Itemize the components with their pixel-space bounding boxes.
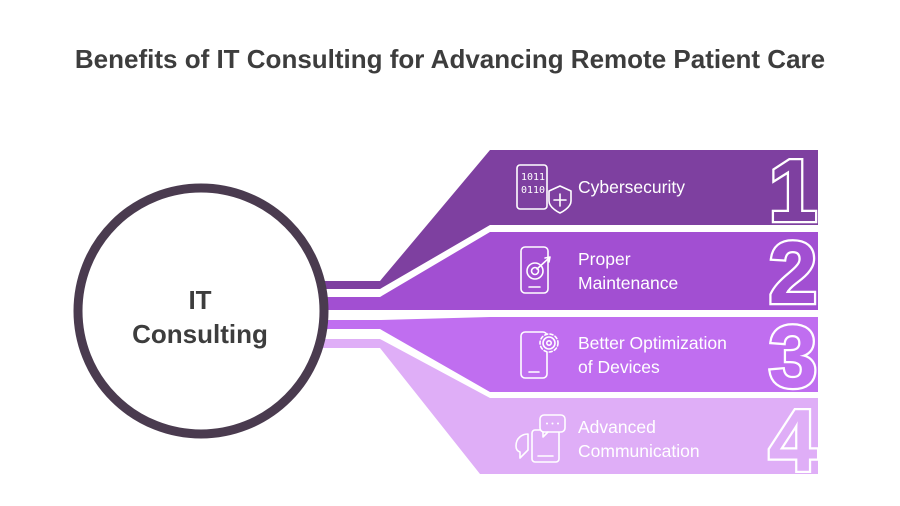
phone-target-icon <box>520 246 551 294</box>
item-label-2: Proper Maintenance <box>578 247 763 295</box>
hub-label: IT Consulting <box>100 283 300 351</box>
chat-devices-icon <box>515 414 566 463</box>
connector-2 <box>310 232 818 310</box>
hub-circle <box>73 183 329 439</box>
item-label-1: Cybersecurity <box>578 175 763 199</box>
connector-3 <box>310 317 818 392</box>
svg-text:0110: 0110 <box>521 185 545 196</box>
item-4-line2: Communication <box>578 441 700 461</box>
page-title: Benefits of IT Consulting for Advancing … <box>74 44 826 74</box>
item-4-line1: Advanced <box>578 417 656 437</box>
hub-label-line1: IT <box>188 285 212 315</box>
item-number-3: 3 <box>769 307 818 406</box>
item-3-line1: Better Optimization <box>578 333 727 353</box>
item-label-4: Advanced Communication <box>578 415 763 463</box>
item-2-line1: Proper <box>578 249 631 269</box>
item-label-3: Better Optimization of Devices <box>578 331 763 379</box>
item-number-4: 4 <box>769 391 818 490</box>
item-number-1: 1 <box>769 141 818 240</box>
item-number-2: 2 <box>769 223 818 322</box>
connector-1 <box>310 150 818 289</box>
svg-text:1011: 1011 <box>521 172 545 183</box>
item-1-line1: Cybersecurity <box>578 177 685 197</box>
shield-binary-icon: 1011 0110 <box>516 164 572 214</box>
item-2-line2: Maintenance <box>578 273 679 293</box>
hub-label-line2: Consulting <box>132 319 268 349</box>
item-3-line2: of Devices <box>578 357 660 377</box>
connector-4 <box>310 339 818 474</box>
phone-gear-icon <box>520 331 559 379</box>
